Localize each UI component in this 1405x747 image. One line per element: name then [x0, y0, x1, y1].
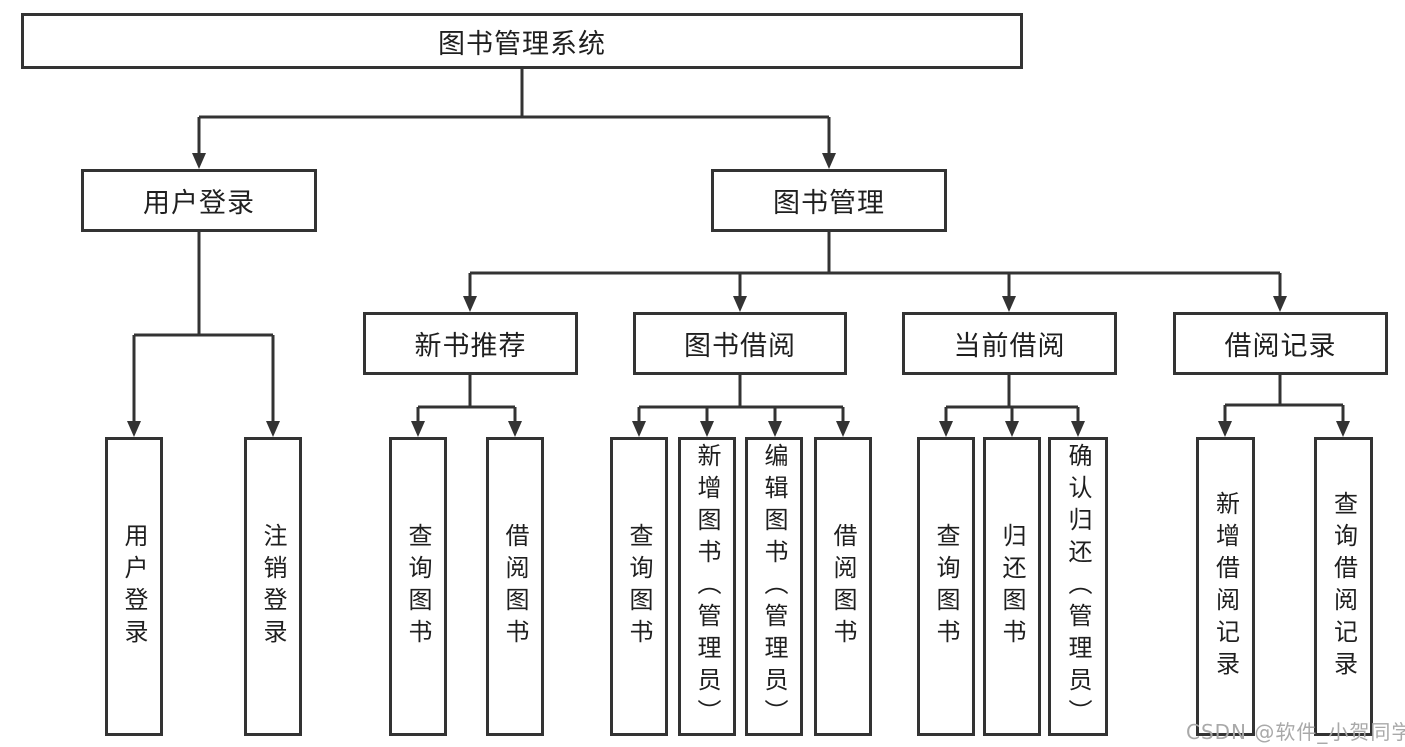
- leaf-return-books: 归还图书: [983, 437, 1041, 736]
- csdn-watermark: CSDN @软件_小贺同学: [1186, 720, 1405, 744]
- arrowheads: [127, 153, 1350, 437]
- node-borrow-records: 借阅记录: [1173, 312, 1388, 375]
- node-user-login: 用户登录: [81, 169, 317, 232]
- node-book-management: 图书管理: [711, 169, 947, 232]
- leaf-add-borrow-record: 新增借阅记录: [1196, 437, 1255, 736]
- leaf-borrow-query-books: 查询图书: [610, 437, 668, 736]
- node-book-borrow: 图书借阅: [633, 312, 847, 375]
- leaf-current-query-books: 查询图书: [917, 437, 975, 736]
- leaf-recommend-query-books: 查询图书: [389, 437, 447, 736]
- node-root-system: 图书管理系统: [21, 13, 1023, 69]
- leaf-confirm-return-admin: 确认归还（管理员）: [1048, 437, 1108, 736]
- node-current-borrow: 当前借阅: [902, 312, 1117, 375]
- leaf-borrow-books: 借阅图书: [814, 437, 872, 736]
- node-new-book-recommend: 新书推荐: [363, 312, 578, 375]
- leaf-query-borrow-record: 查询借阅记录: [1314, 437, 1373, 736]
- leaf-add-books-admin: 新增图书（管理员）: [678, 437, 736, 736]
- leaf-logout: 注销登录: [244, 437, 302, 736]
- leaf-recommend-borrow-books: 借阅图书: [486, 437, 544, 736]
- leaf-edit-books-admin: 编辑图书（管理员）: [745, 437, 803, 736]
- leaf-user-login: 用户登录: [105, 437, 163, 736]
